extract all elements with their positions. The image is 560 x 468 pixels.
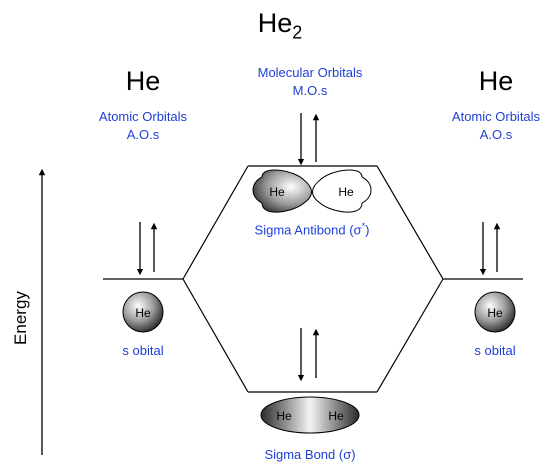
bond-lobe bbox=[260, 396, 360, 434]
title-base: He bbox=[257, 8, 293, 38]
left-atom-symbol: He bbox=[125, 66, 161, 96]
left-sphere-label: He bbox=[135, 306, 151, 320]
antibond-label-prefix: Sigma Antibond (σ bbox=[254, 222, 362, 238]
antibond-label-star: * bbox=[361, 221, 366, 231]
right-orbital-type: Atomic Orbitals bbox=[451, 109, 541, 124]
right-orbital-name: s obital bbox=[474, 343, 516, 358]
page-title: He2 bbox=[230, 8, 330, 43]
right-orbital-abbr: A.O.s bbox=[479, 127, 513, 142]
antibond-lobe-right bbox=[312, 169, 372, 213]
correlation-line bbox=[182, 278, 249, 393]
left-orbital-type: Atomic Orbitals bbox=[98, 109, 188, 124]
center-orbital-abbr: M.O.s bbox=[292, 83, 328, 98]
correlation-line bbox=[376, 165, 444, 280]
antibond-lobe-right-label: He bbox=[338, 185, 354, 199]
antibond-lobe-left bbox=[252, 169, 312, 213]
left-orbital-abbr: A.O.s bbox=[126, 127, 160, 142]
bond-lobe-left-label: He bbox=[276, 409, 292, 423]
center-orbital-type: Molecular Orbitals bbox=[257, 65, 363, 80]
right-s-orbital-sphere bbox=[474, 291, 516, 333]
antibond-lobe-left-label: He bbox=[269, 185, 285, 199]
right-sphere-label: He bbox=[487, 306, 503, 320]
correlation-line bbox=[182, 165, 249, 280]
correlation-line bbox=[376, 278, 444, 393]
left-orbital-name: s obital bbox=[122, 343, 164, 358]
bond-label: Sigma Bond (σ) bbox=[264, 447, 356, 462]
antibond-label: Sigma Antibond (σ*) bbox=[224, 217, 400, 239]
title-subscript: 2 bbox=[292, 22, 303, 43]
left-s-orbital-sphere bbox=[122, 291, 164, 333]
antibond-label-suffix: ) bbox=[365, 222, 370, 238]
right-atom-symbol: He bbox=[478, 66, 514, 96]
bond-lobe-right-label: He bbox=[328, 409, 344, 423]
energy-axis-label: Energy bbox=[11, 291, 30, 345]
